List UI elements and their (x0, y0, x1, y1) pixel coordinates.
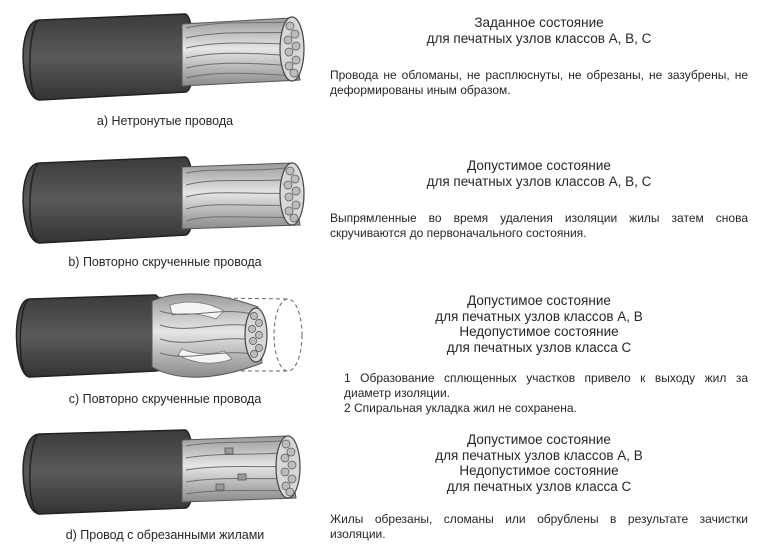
heading-b-line-2: для печатных узлов классов A, B, C (426, 173, 652, 189)
wire-a-svg (22, 13, 305, 101)
caption-b: b) Повторно скрученные провода (68, 255, 262, 269)
wire-illustration-c (10, 285, 330, 390)
description-c: 1 Образование сплющенных участков привел… (330, 371, 748, 416)
heading-d-line-2: для печатных узлов классов A, B (435, 447, 643, 463)
caption-a: a) Нетронутые провода (96, 114, 234, 128)
heading-a: Заданное состояние для печатных узлов кл… (330, 15, 748, 46)
heading-d-line-1: Допустимое состояние (467, 432, 611, 447)
text-block-d: Допустимое состояние для печатных узлов … (330, 432, 748, 542)
text-block-a: Заданное состояние для печатных узлов кл… (330, 15, 748, 98)
heading-b: Допустимое состояние для печатных узлов … (330, 158, 748, 189)
heading-d-line-3: Недопустимое состояние (459, 463, 619, 478)
description-c-line-1: 1 Образование сплющенных участков привел… (344, 371, 748, 400)
wire-illustration-d (10, 422, 330, 522)
wire-illustration-a (10, 0, 330, 110)
caption-c: c) Повторно скрученные провода (68, 392, 262, 406)
heading-a-line-2: для печатных узлов классов A, B, C (426, 30, 652, 46)
wire-d-svg (22, 429, 301, 515)
description-b: Выпрямленные во время удаления изоляции … (330, 211, 748, 240)
wire-c-svg (15, 293, 303, 378)
description-d: Жилы обрезаны, сломаны или обрублены в р… (330, 512, 748, 541)
heading-c: Допустимое состояние для печатных узлов … (330, 293, 748, 355)
heading-c-line-2: для печатных узлов классов A, B (435, 308, 643, 324)
description-c-line-2: 2 Спиральная укладка жил не сохранена. (344, 401, 577, 415)
caption-d: d) Провод с обрезанными жилами (65, 528, 265, 542)
heading-c-line-3: Недопустимое состояние (459, 324, 619, 339)
description-a: Провода не обломаны, не расплюснуты, не … (330, 68, 748, 97)
text-block-b: Допустимое состояние для печатных узлов … (330, 158, 748, 241)
heading-d-line-4: для печатных узлов класса C (446, 478, 632, 494)
heading-a-line-1: Заданное состояние (474, 15, 604, 30)
heading-d: Допустимое состояние для печатных узлов … (330, 432, 748, 494)
heading-b-line-1: Допустимое состояние (467, 158, 611, 173)
wire-illustration-b (10, 143, 330, 253)
heading-c-line-4: для печатных узлов класса C (446, 339, 632, 355)
text-block-c: Допустимое состояние для печатных узлов … (330, 293, 748, 416)
heading-c-line-1: Допустимое состояние (467, 293, 611, 308)
wire-b-svg (22, 156, 305, 244)
